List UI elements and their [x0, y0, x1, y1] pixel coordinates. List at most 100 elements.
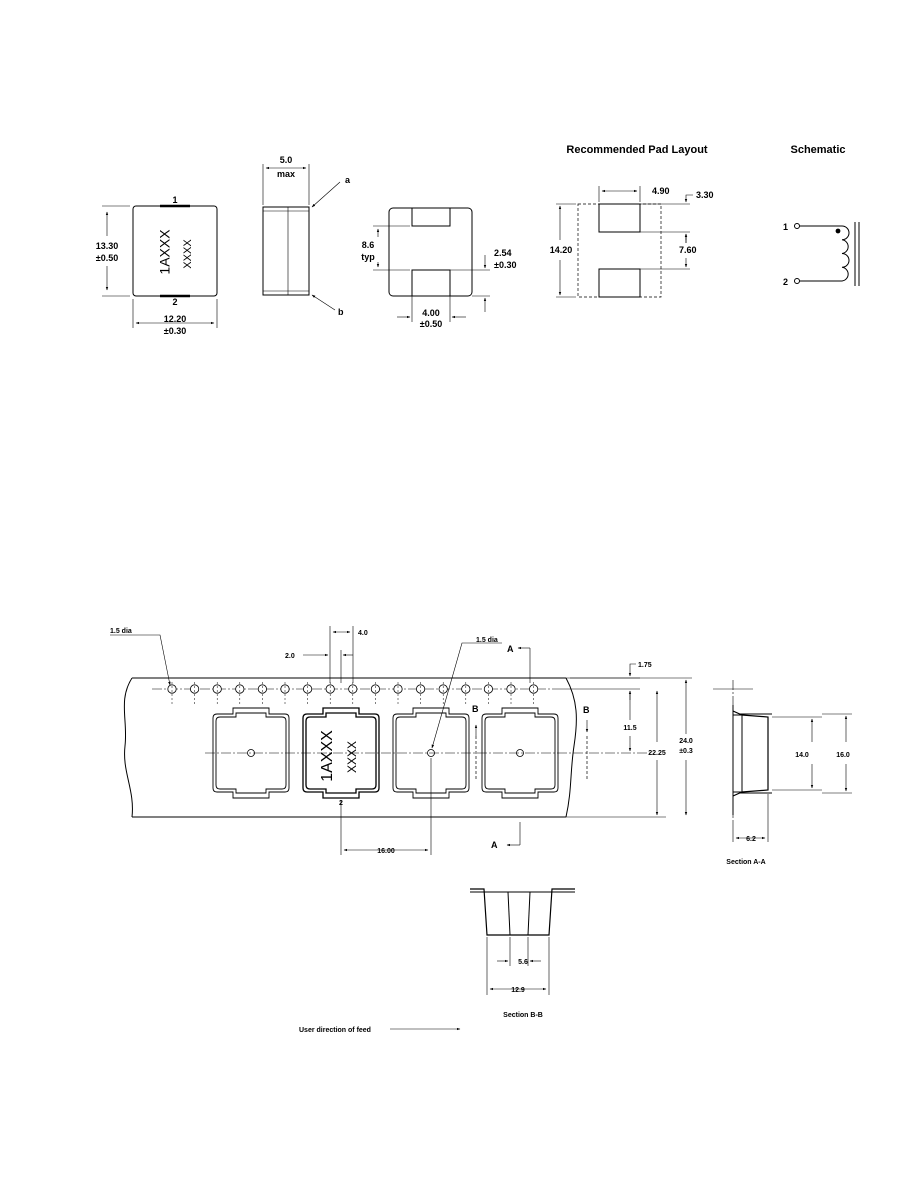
pad-layout-pad-top [598, 203, 641, 233]
sprocket-hole [348, 684, 358, 694]
schematic-pin2: 2 [783, 277, 788, 287]
sprocket-hole [325, 684, 335, 694]
tape-marking-code: XXXX [345, 741, 359, 773]
bottom-pad-width-tol: ±0.50 [420, 319, 442, 329]
pocket-outline [481, 707, 559, 799]
pad-layout-heading: Recommended Pad Layout [566, 144, 708, 156]
pad-layout: 4.90 3.30 7.60 14.20 [550, 186, 714, 298]
pockets [212, 707, 559, 799]
bottom-pad-height-tol: ±0.30 [494, 260, 516, 270]
sprocket-hole [528, 684, 539, 694]
schematic-pin1: 1 [783, 222, 788, 232]
pocket-inner-outline [215, 712, 287, 794]
pad-layout-outline [577, 203, 662, 298]
top-width-tol: ±0.30 [164, 326, 186, 336]
bottom-gap-note: typ [361, 252, 375, 262]
section-aa-outer: 16.0 [836, 752, 850, 759]
sprocket-hole [212, 684, 222, 694]
inductor-coil [800, 225, 850, 282]
sprocket-hole [393, 684, 403, 694]
sprocket-hole [506, 684, 516, 694]
section-aa: 14.0 16.0 6.2 Section A-A [713, 680, 852, 866]
bottom-view: 8.6 typ 2.54 ±0.30 4.00 ±0.50 [361, 207, 516, 329]
side-callout-b: b [338, 307, 344, 317]
top-width-value: 12.20 [164, 314, 187, 324]
top-view: 1 2 1AXXX XXXX 13.30 ±0.50 12.20 ±0.30 [96, 195, 218, 336]
tape-hole-dia-left: 1.5 dia [110, 628, 132, 635]
section-b-label-left: B [472, 704, 479, 714]
pad-layout-pad-height: 3.30 [696, 190, 714, 200]
pocket-inner-outline [305, 712, 377, 794]
section-aa-title: Section A-A [726, 859, 765, 866]
pad-layout-span: 14.20 [550, 245, 573, 255]
pad-layout-gap: 7.60 [679, 245, 697, 255]
section-bb-inner: 5.6 [518, 959, 528, 966]
pocket-hole [247, 749, 255, 757]
pad-layout-pad-bottom [598, 268, 641, 298]
sprocket-holes [167, 682, 539, 704]
sprocket-hole [280, 684, 290, 694]
bottom-pad-bottom [411, 269, 451, 297]
section-bb-outer: 12.9 [511, 987, 525, 994]
top-pin2-label: 2 [172, 297, 177, 307]
side-view-body [262, 206, 310, 296]
top-height-tol: ±0.50 [96, 253, 118, 263]
section-bb-title: Section B-B [503, 1012, 543, 1019]
tape-width-tol: ±0.3 [679, 748, 693, 755]
pocket-hole [427, 749, 435, 757]
side-view: 5.0 max a b [262, 155, 351, 317]
section-bb: 5.6 12.9 Section B-B [470, 888, 575, 1019]
pocket-outline [392, 707, 470, 799]
bottom-gap-value: 8.6 [362, 240, 375, 250]
pocket-inner-outline [395, 712, 467, 794]
feed-label: User direction of feed [299, 1027, 371, 1034]
bottom-pad-height-value: 2.54 [494, 248, 512, 258]
sprocket-hole [257, 684, 267, 694]
top-marking-part: 1AXXX [157, 229, 173, 275]
tape-pocket-pitch: 16.00 [377, 848, 395, 855]
bottom-view-body [388, 207, 473, 297]
tape-edge-175: 1.75 [638, 662, 652, 669]
tape-marking-part: 1AXXX [319, 730, 336, 782]
side-callout-a: a [345, 175, 351, 185]
pocket-outline [302, 707, 380, 799]
tape-pitch-4: 4.0 [358, 630, 368, 637]
bottom-pad-top [411, 207, 451, 227]
tape-hole-dia-right: 1.5 dia [476, 637, 498, 644]
sprocket-hole [483, 684, 493, 694]
schematic-heading: Schematic [790, 144, 845, 156]
carrier-tape: 1AXXX XXXX 2 1.5 dia 1.5 dia 4.0 2.0 1.7… [110, 626, 693, 855]
pocket-hole [516, 749, 524, 757]
side-thickness-note: max [277, 169, 295, 179]
sprocket-hole [415, 684, 426, 694]
tape-break-right [565, 677, 577, 818]
pad-layout-pad-width: 4.90 [652, 186, 670, 196]
pocket-inner-outline [484, 712, 556, 794]
feed-direction: User direction of feed [299, 1027, 461, 1034]
sprocket-hole [302, 684, 313, 694]
top-view-body [132, 205, 218, 297]
pocket-outline [212, 707, 290, 799]
section-b-label-right: B [583, 705, 590, 715]
section-a-label-top: A [507, 644, 514, 654]
tape-dim-2225: 22.25 [648, 750, 666, 757]
sprocket-hole [461, 684, 471, 694]
sprocket-hole [190, 684, 200, 694]
top-height-value: 13.30 [96, 241, 119, 251]
section-a-label-bottom: A [491, 840, 498, 850]
tape-dim-115: 11.5 [623, 725, 636, 732]
sprocket-hole [235, 684, 245, 694]
schematic: 1 2 [783, 222, 860, 287]
sprocket-hole [370, 684, 380, 694]
tape-pitch-2: 2.0 [285, 653, 295, 660]
top-pin1-label: 1 [172, 195, 177, 205]
top-marking-code: XXXX [182, 239, 194, 269]
sprocket-hole [438, 684, 448, 694]
section-aa-inner: 14.0 [795, 752, 809, 759]
sprocket-hole [167, 684, 177, 694]
polarity-dot [835, 228, 841, 234]
side-thickness-value: 5.0 [280, 155, 293, 165]
bottom-pad-width-value: 4.00 [422, 308, 440, 318]
